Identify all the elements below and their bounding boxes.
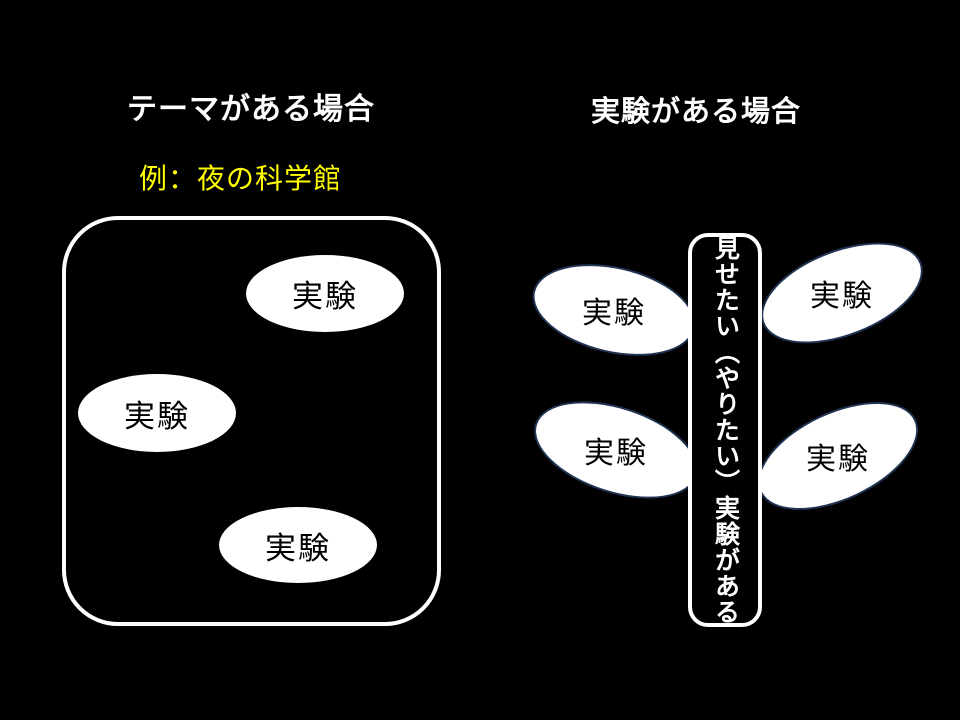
experiment-ellipse: 実験 bbox=[523, 249, 705, 371]
experiment-ellipse: 実験 bbox=[246, 255, 404, 332]
vertical-statement-text: 見せたい（やりたい）実験がある bbox=[711, 235, 740, 625]
theme-group-box bbox=[62, 216, 441, 626]
experiment-ellipse: 実験 bbox=[219, 507, 377, 583]
experiment-ellipse: 実験 bbox=[747, 222, 937, 364]
experiment-label: 実験 bbox=[265, 530, 331, 566]
experiment-ellipse: 実験 bbox=[78, 374, 236, 452]
example-label: 例：夜の科学館 bbox=[139, 163, 343, 194]
experiment-label: 実験 bbox=[582, 297, 646, 330]
experiment-ellipse: 実験 bbox=[741, 379, 935, 533]
experiment-label: 実験 bbox=[584, 437, 648, 470]
experiment-label: 実験 bbox=[806, 443, 870, 476]
right-section-title: 実験がある場合 bbox=[591, 96, 802, 128]
left-section-title: テーマがある場合 bbox=[127, 93, 375, 126]
experiment-ellipse: 実験 bbox=[521, 382, 711, 518]
experiment-label: 実験 bbox=[810, 280, 874, 313]
experiment-label: 実験 bbox=[292, 279, 358, 314]
experiment-label: 実験 bbox=[124, 398, 190, 434]
vertical-statement-bar: 見せたい（やりたい）実験がある bbox=[688, 233, 762, 627]
